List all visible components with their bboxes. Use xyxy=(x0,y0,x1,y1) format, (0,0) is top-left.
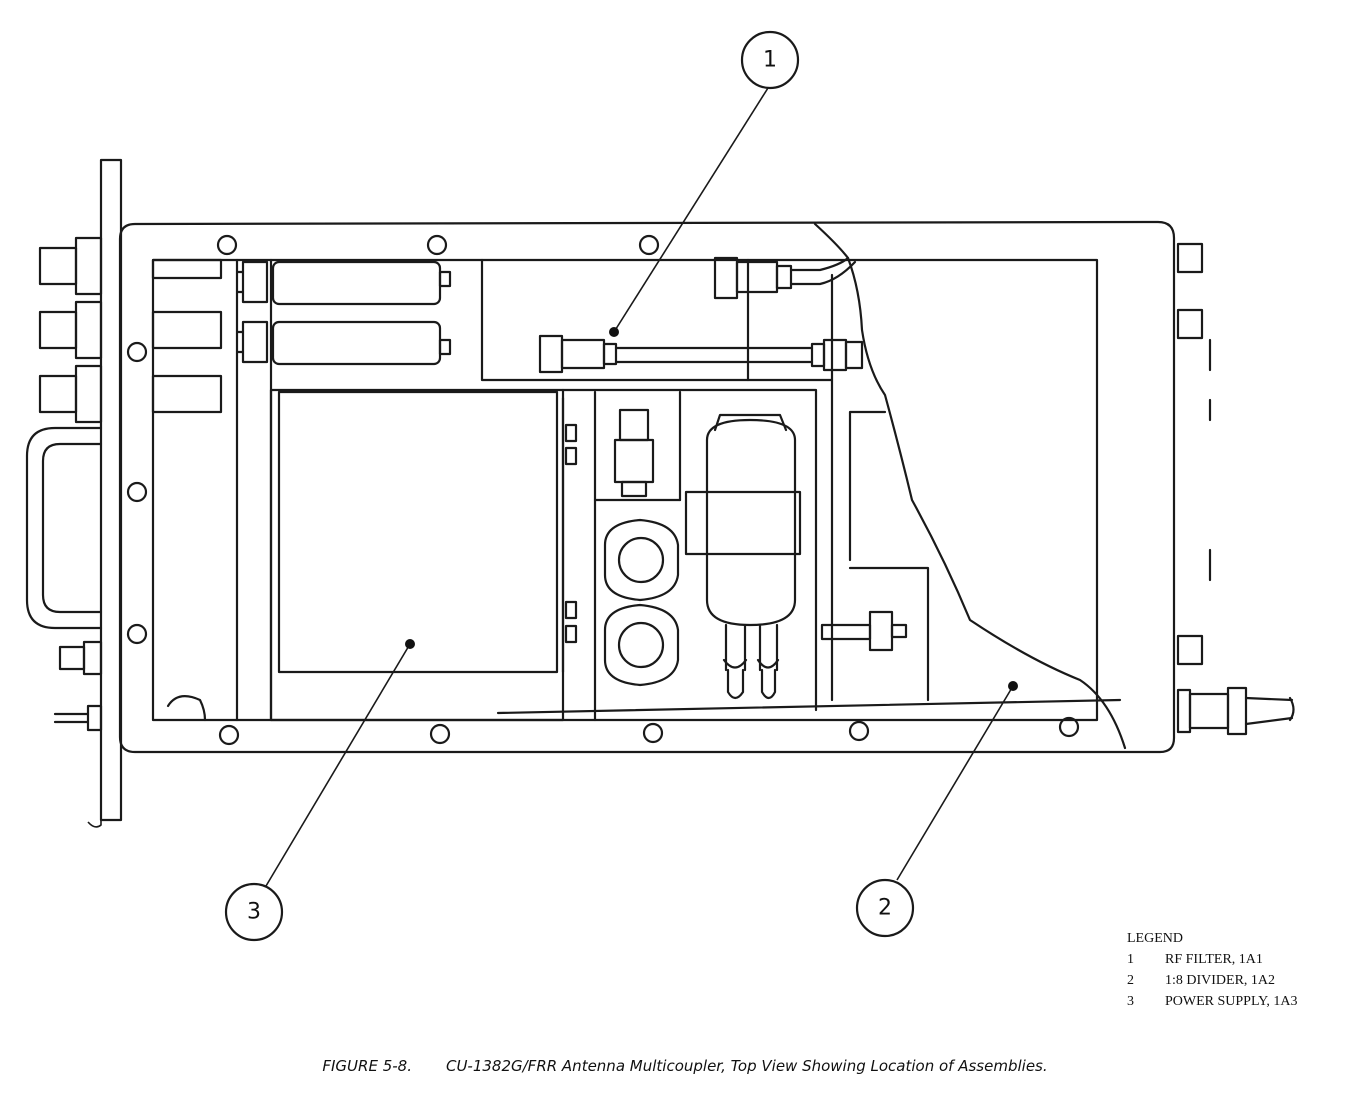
left-internal-section xyxy=(151,258,273,722)
legend-item-number: 1 xyxy=(1127,952,1134,967)
figure-number: FIGURE 5-8. xyxy=(322,1057,412,1075)
legend-item: 1 RF FILTER, 1A1 xyxy=(1127,949,1298,970)
chassis xyxy=(118,220,1176,754)
legend-item: 3 POWER SUPPLY, 1A3 xyxy=(1127,991,1298,1012)
legend-item-label: 1:8 DIVIDER, 1A2 xyxy=(1165,973,1276,988)
callout-3-label: 3 xyxy=(247,900,261,925)
capacitors xyxy=(271,260,452,366)
legend-item-number: 3 xyxy=(1127,994,1134,1009)
callout-1: 1 xyxy=(609,30,800,337)
divider-assembly xyxy=(820,378,930,702)
rear-connectors xyxy=(1176,242,1295,736)
callout-1-label: 1 xyxy=(763,48,777,73)
figure-caption: FIGURE 5-8. CU-1382G/FRR Antenna Multicou… xyxy=(0,1057,1370,1075)
legend: LEGEND 1 RF FILTER, 1A1 2 1:8 DIVIDER, 1… xyxy=(1127,928,1298,1012)
legend-item-number: 2 xyxy=(1127,973,1134,988)
mounting-holes xyxy=(126,234,1080,746)
callout-2-label: 2 xyxy=(878,896,892,921)
legend-heading: LEGEND xyxy=(1127,931,1183,946)
callout-2: 2 xyxy=(855,681,1018,938)
callout-3: 3 xyxy=(224,639,415,942)
front-panel xyxy=(87,158,123,828)
legend-item: 2 1:8 DIVIDER, 1A2 xyxy=(1127,970,1298,991)
legend-item-label: POWER SUPPLY, 1A3 xyxy=(1165,994,1298,1009)
legend-item-label: RF FILTER, 1A1 xyxy=(1165,952,1263,967)
front-connectors xyxy=(38,236,103,732)
power-supply-assembly xyxy=(269,388,1122,722)
handle xyxy=(25,426,103,630)
rf-filter-assembly xyxy=(480,256,864,382)
figure-title: CU-1382G/FRR Antenna Multicoupler, Top V… xyxy=(445,1057,1048,1075)
